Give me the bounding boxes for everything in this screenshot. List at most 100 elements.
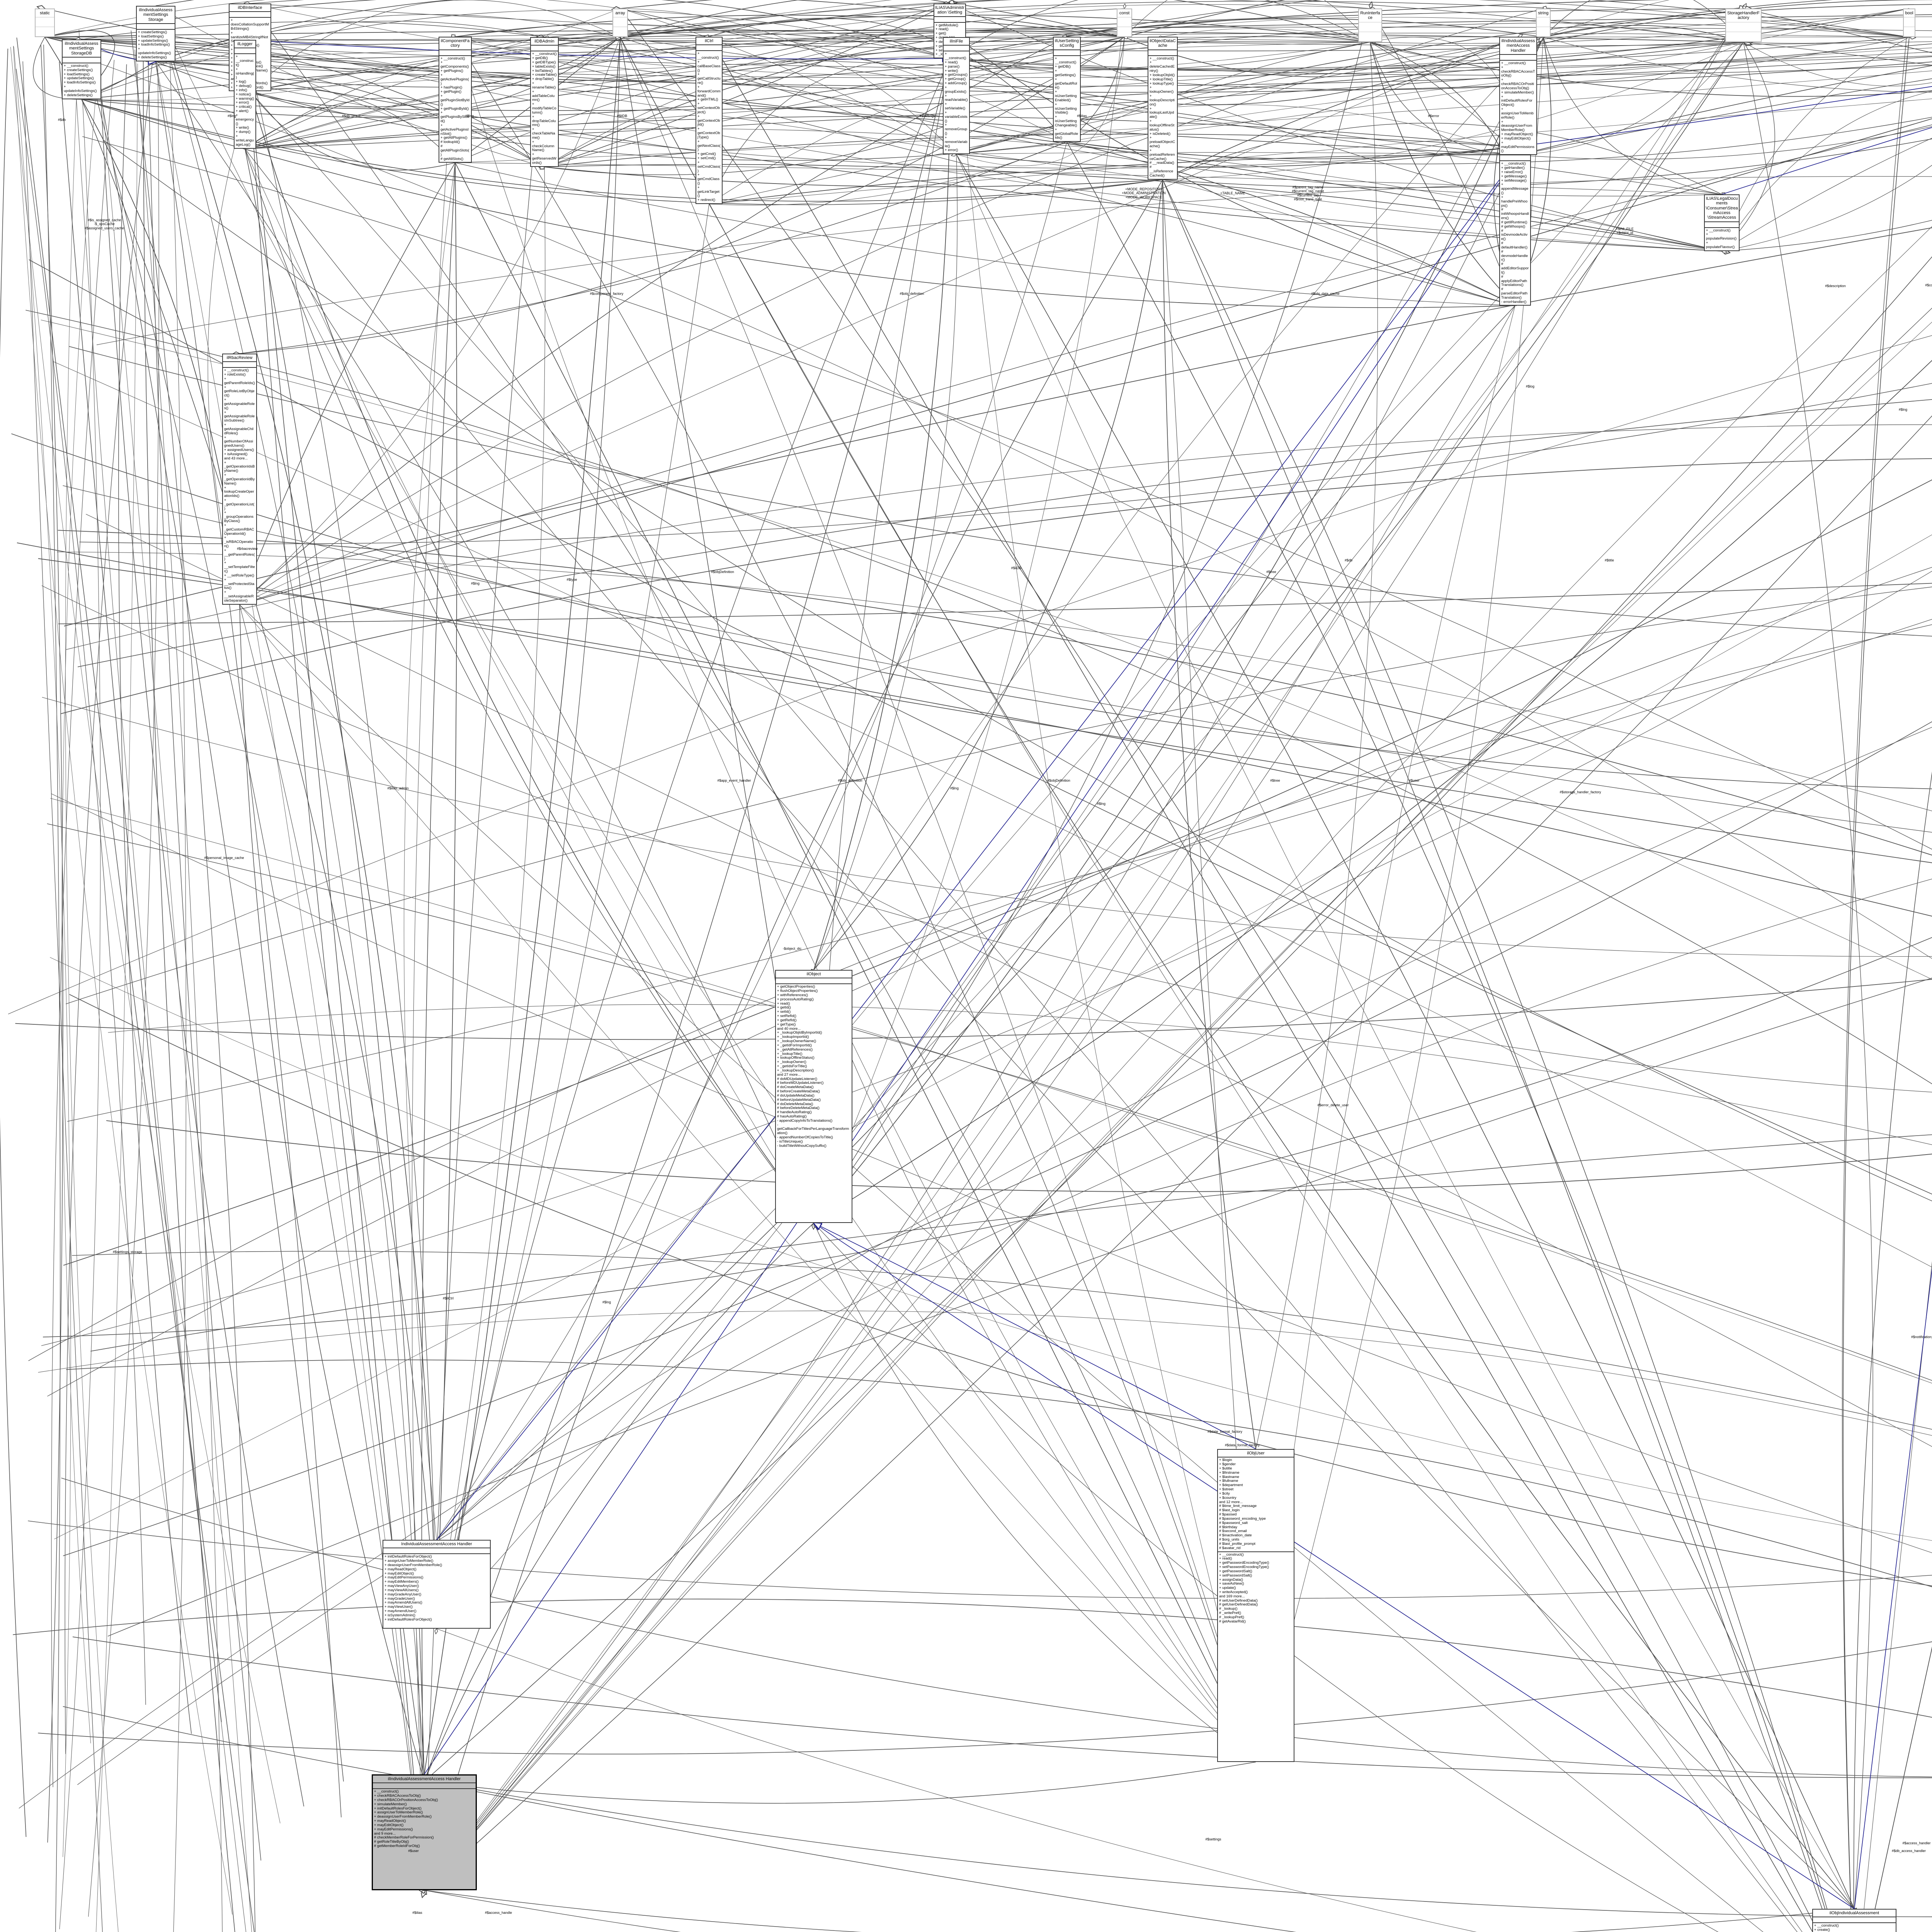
class-operation: + getParentRoleIds() [224, 376, 255, 385]
class-operation: + getNumberOfAssignedUsers() [224, 435, 253, 448]
class-operation: + saveAsNew() [1219, 1582, 1244, 1586]
class-operation: + setVariable() [945, 102, 966, 111]
class-node[interactable]: ilObjIndividualAssessment+ __construct()… [1812, 1909, 1896, 1932]
class-operation: + read() [945, 60, 958, 65]
class-node-operations: + __construct()+ getComponents()+ getPlu… [439, 56, 471, 162]
edge-label: #$settings [919, 114, 935, 118]
class-operation: + checkRBACOrPositionAccessToObj() [1501, 78, 1534, 90]
edge-label: #$consultation_hours [1925, 283, 1932, 287]
edge-label: #$db [342, 114, 350, 118]
class-operation: + listTables() [532, 68, 553, 73]
class-node-title: ilIniFile [944, 38, 969, 46]
class-operation: # getIlRuntime() [1501, 220, 1527, 224]
class-operation: # getMemberRoleIdForObj() [374, 1844, 420, 1849]
class-operation: + getCmdClass() [697, 173, 720, 185]
class-operation: + getActivePluginsInSlot() [440, 123, 469, 136]
class-attribute: + $department [1219, 1483, 1243, 1488]
class-node[interactable]: ilObject+ getObjectProperties()+ flushOb… [775, 970, 852, 1223]
class-node-title: ilObjIndividualAssessment [1813, 1910, 1896, 1918]
edge-label: #$access_handler [1902, 1841, 1931, 1845]
class-operation: + loadInfoSettings() [138, 43, 170, 47]
class-operation: + deassignUserFromMemberRole() [1501, 119, 1532, 133]
class-operation: + updateInfoSettings() [138, 47, 171, 56]
class-operation: + lookupOfflineStatus() [777, 1056, 815, 1060]
class-node[interactable]: RunInterface [1358, 9, 1382, 42]
class-operation: + loadSettings() [138, 34, 164, 39]
class-operation: + checkRBACOrPositionAccessToObj() [374, 1798, 438, 1802]
class-attribute: # $org_units [1219, 1537, 1240, 1542]
edge-label: #$settings_storage [112, 1250, 143, 1254]
class-node[interactable]: ilIndividualAssessmentSettings Storage+ … [136, 6, 175, 61]
class-operation: + __setTemplateFilter() [224, 561, 255, 574]
class-operation: + getPasswordEncodingType() [1219, 1561, 1269, 1565]
edge-label: #$title [1604, 558, 1614, 562]
focus-class-node[interactable]: ilIndividualAssessmentAccess Handler+ __… [372, 1774, 477, 1890]
class-operation: + deleteCachedEntry() [1150, 60, 1175, 73]
edge-label: +MODE_REPOSITORY +MODE_ADMINISTRATION +M… [1122, 187, 1166, 199]
edge-label: #$obj_definition [900, 291, 924, 296]
class-operation: + getDefaultRole() [1055, 77, 1077, 90]
class-operation: + warning() [236, 96, 254, 101]
class-node-operations: + __construct()+ deleteCachedEntry()+ lo… [1148, 56, 1177, 179]
class-operation: + error() [945, 148, 958, 153]
class-node-operations [613, 27, 627, 36]
class-operation: + __construct() [945, 52, 966, 61]
class-attribute: # $inactivation_date [1219, 1533, 1252, 1538]
class-node-title: ilIndividualAssessmentSettings StorageDB [63, 40, 100, 58]
class-operation: + isUserSettingVisible() [1055, 102, 1077, 115]
class-node-operations: + __construct()+ read()+ getPasswordEnco… [1218, 1552, 1294, 1625]
edge-label: #$ilias [412, 1910, 422, 1915]
class-node[interactable]: ilComponentFactory+ __construct()+ getCo… [439, 37, 472, 163]
class-operation: + mayEditMembers() [384, 1580, 419, 1584]
class-operation: + forwardCommand() [697, 85, 721, 98]
class-node[interactable]: ilLogger+ __construct()+ isHandling()+ l… [234, 40, 256, 149]
class-operation: + isSystemAdmin() [384, 1613, 415, 1617]
class-operation: + appendMessage() [1501, 182, 1529, 196]
class-node[interactable]: ilUserSettingsConfig+ __construct()+ get… [1053, 37, 1081, 142]
class-operation: + getReservedWords() [532, 152, 556, 165]
class-node-title: static [36, 9, 54, 18]
class-node-attributes [230, 12, 270, 18]
class-node[interactable]: ilErrorHandling+ __construct()+ getHandl… [1499, 147, 1531, 306]
class-node[interactable]: ilObjUser+ $login+ $gender+ $utitle+ $fi… [1217, 1449, 1294, 1762]
class-operation: + mayReadObject() [1501, 132, 1533, 137]
class-operation: + getPlugins() [440, 69, 463, 73]
class-operation: + getGlobalRoleIds() [1055, 127, 1078, 140]
class-node-operations: + initDefaultRolesForObject()+ assignUse… [383, 1554, 490, 1622]
class-operation: + initDefaultRolesForObject() [384, 1617, 432, 1622]
class-node-attributes [1359, 22, 1381, 32]
class-operation: + lookupObjId() [1150, 73, 1175, 77]
class-node-attributes [1904, 17, 1915, 27]
class-operation: + setCmd() [697, 156, 716, 161]
class-node[interactable]: IndividualAssessmentAccess Handler+ init… [383, 1540, 491, 1629]
class-node[interactable]: ilObjectDataCache+ __construct()+ delete… [1148, 37, 1178, 180]
class-operation: + setCmdClass() [697, 160, 721, 173]
class-operation: + mayAmendAllUsers() [384, 1600, 422, 1605]
class-node[interactable]: const [1117, 9, 1132, 37]
class-node[interactable]: ilIniFile+ __construct()+ read()+ parse(… [943, 37, 970, 155]
class-operation: # doCreateMetaData() [777, 1085, 814, 1090]
class-operation: + initDefaultRolesForObject() [374, 1806, 422, 1811]
class-node[interactable]: StorageHandlerFactory [1725, 9, 1762, 42]
class-operation: + createTable() [532, 73, 557, 77]
class-node-title: StorageHandlerFactory [1726, 9, 1761, 22]
class-operation: + getPluginById() [440, 106, 469, 111]
class-operation: + getHTML() [697, 97, 718, 102]
class-operation: + __construct() [440, 56, 465, 61]
class-node[interactable]: ILIAS\LegalDocuments \Consumer\StreamAcc… [1704, 194, 1740, 251]
class-node[interactable]: static [35, 9, 55, 37]
class-operation: # __isReferenceCached() [1150, 165, 1173, 178]
class-node[interactable]: bool [1903, 9, 1915, 37]
class-node-operations: + __construct()+ roleExists()+ getParent… [223, 368, 256, 604]
class-node[interactable]: array [612, 9, 628, 37]
class-node[interactable]: ilIndividualAssessmentSettings StorageDB… [62, 39, 101, 99]
class-node[interactable]: string [1536, 9, 1551, 37]
class-node[interactable]: ilIndividualAssessmentAccess Handler+ __… [1499, 37, 1537, 155]
class-node-attributes [1705, 222, 1739, 228]
class-operation: + getPasswordSalt() [1219, 1569, 1252, 1573]
class-operation: + notice() [236, 92, 251, 97]
class-node[interactable]: ilCtrl+ __construct()+ callBaseClass()+ … [696, 37, 723, 204]
class-node[interactable]: ilRbacReview+ __construct()+ roleExists(… [222, 354, 257, 605]
edge-label: #$obj_data_cache [1311, 291, 1340, 296]
class-node[interactable]: ilDBAdmin+ __construct()+ getDB()+ getDB… [530, 37, 559, 167]
